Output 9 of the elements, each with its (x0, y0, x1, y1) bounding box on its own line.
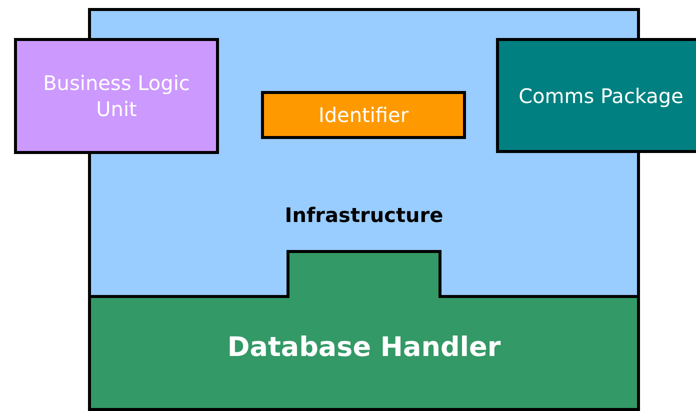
container-title: Infrastructure (284, 203, 444, 227)
process-box (14, 38, 219, 154)
block-label: Database Handler (227, 332, 501, 363)
process-box (496, 38, 696, 153)
box-label: Identifier (318, 102, 409, 128)
box-label: Business Logic Unit (42, 70, 191, 122)
database-block (88, 250, 640, 411)
process-box (261, 91, 466, 139)
box-label: Comms Package (518, 82, 684, 108)
